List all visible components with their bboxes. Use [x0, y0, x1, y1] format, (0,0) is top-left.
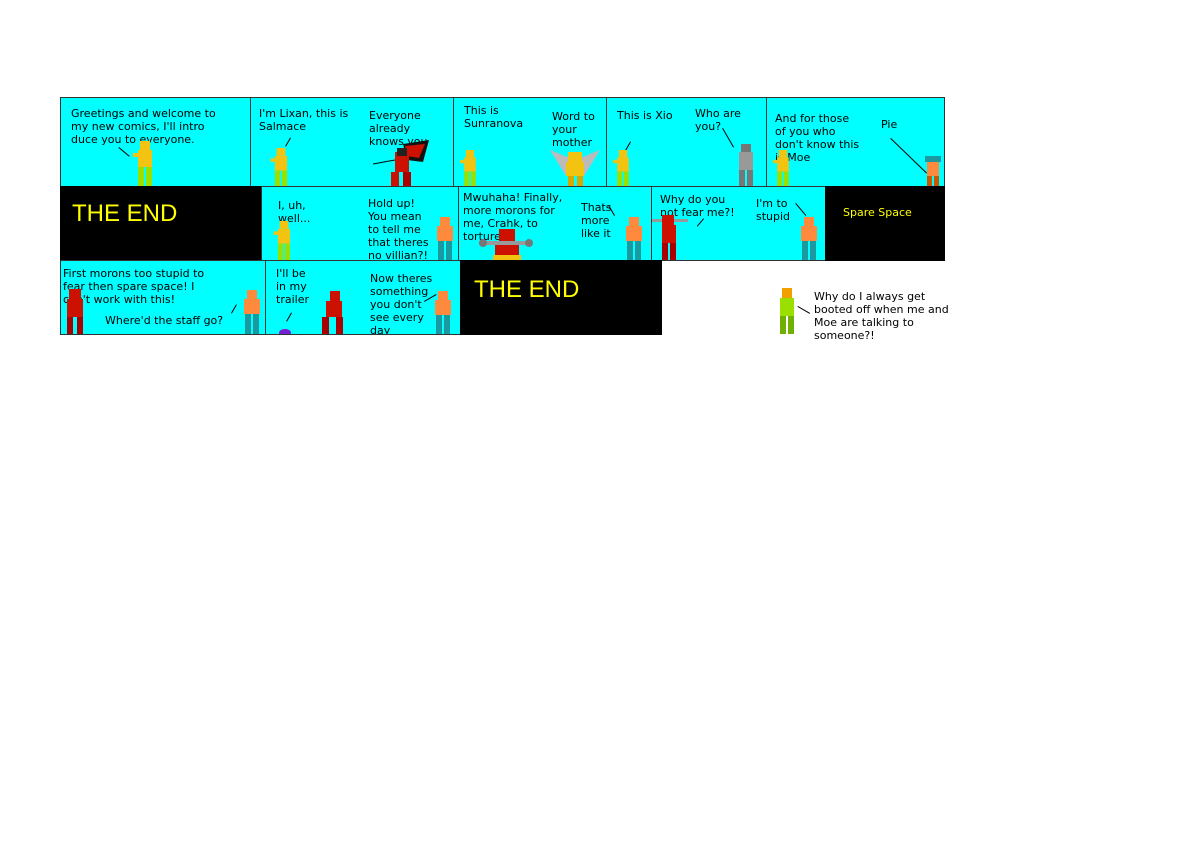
panel-r2-2: Mwuhaha! Finally, more morons for me, Cr…	[458, 186, 652, 261]
character-gold-figure	[269, 148, 293, 187]
character-orange-figure	[925, 156, 941, 186]
character-teal-figure	[798, 217, 820, 261]
character-red-staff-figure	[652, 215, 688, 260]
character-teal-figure	[241, 289, 263, 335]
character-gold-figure	[133, 141, 157, 187]
speech-sunranova: This is Sunranova	[464, 104, 524, 130]
speech-lixan: I'm Lixan, this is Salmace	[259, 107, 349, 133]
speech-word-to-mother: Word to your mother	[552, 110, 595, 149]
speech-in-my-trailer: I'll be in my trailer	[276, 267, 309, 306]
panel-r2-spare: Spare Space	[825, 186, 945, 261]
speech-booted-off: Why do I always get booted off when me a…	[814, 290, 949, 342]
speech-wheres-staff: Where'd the staff go?	[105, 314, 224, 327]
panel-r1-4: This is Xio Who are you?	[606, 97, 767, 187]
speech-pie: Pie	[881, 118, 898, 131]
character-gold-figure	[272, 221, 296, 261]
the-end-title: THE END	[474, 276, 580, 303]
speech-first-morons: First morons too stupid to fear then spa…	[63, 267, 205, 306]
character-gold-figure	[771, 150, 795, 187]
character-teal-figure	[623, 217, 645, 261]
speech-everyone: Everyone already knows you	[369, 109, 428, 148]
panel-r2-end: THE END	[60, 186, 262, 261]
character-gold-figure	[458, 150, 482, 187]
character-purple-gem	[279, 329, 291, 334]
character-red-running-figure	[322, 291, 343, 334]
panel-r1-3: This is Sunranova Word to your mother	[453, 97, 607, 187]
speech-mwuhaha: Mwuhaha! Finally, more morons for me, Cr…	[463, 191, 563, 243]
spare-space-label: Spare Space	[843, 206, 912, 219]
panel-r1-1: Greetings and welcome to my new comics, …	[60, 97, 251, 187]
panel-r3-end: THE END	[460, 260, 662, 335]
character-red-figure	[67, 289, 83, 334]
speech-now-theres-something: Now theres something you don't see every…	[370, 272, 433, 335]
character-winged-gold-figure	[550, 150, 600, 186]
speech-im-to-stupid: I'm to stupid	[756, 197, 791, 223]
character-grey-figure	[739, 144, 753, 186]
character-gold-figure	[611, 150, 635, 187]
speech-hold-up: Hold up! You mean to tell me that theres…	[368, 197, 429, 261]
speech-this-is-xio: This is Xio	[617, 109, 673, 122]
character-teal-figure	[434, 217, 456, 261]
aside-booted-off: Why do I always get booted off when me a…	[774, 286, 974, 346]
character-red-winged-figure	[372, 140, 429, 186]
panel-r3-2: I'll be in my trailer Now theres somethi…	[265, 260, 461, 335]
character-red-crahk-figure	[479, 229, 533, 260]
panel-r2-1: I, uh, well... Hold up! You mean to tell…	[261, 186, 459, 261]
character-teal-figure	[432, 291, 454, 335]
speech-this-is-moe: And for those of you who don't know this…	[775, 112, 860, 164]
character-lime-figure	[780, 288, 794, 334]
panel-r1-2: I'm Lixan, this is Salmace Everyone alre…	[250, 97, 454, 187]
panel-r1-5: And for those of you who don't know this…	[766, 97, 945, 187]
speech-who-are-you: Who are you?	[695, 107, 741, 133]
panel-r3-1: First morons too stupid to fear then spa…	[60, 260, 266, 335]
panel-r2-3: Why do you not fear me?! I'm to stupid	[651, 186, 826, 261]
speech-thats-more-like-it: Thats more like it	[581, 201, 612, 240]
the-end-title: THE END	[72, 200, 178, 227]
speech-greetings: Greetings and welcome to my new comics, …	[71, 107, 216, 146]
